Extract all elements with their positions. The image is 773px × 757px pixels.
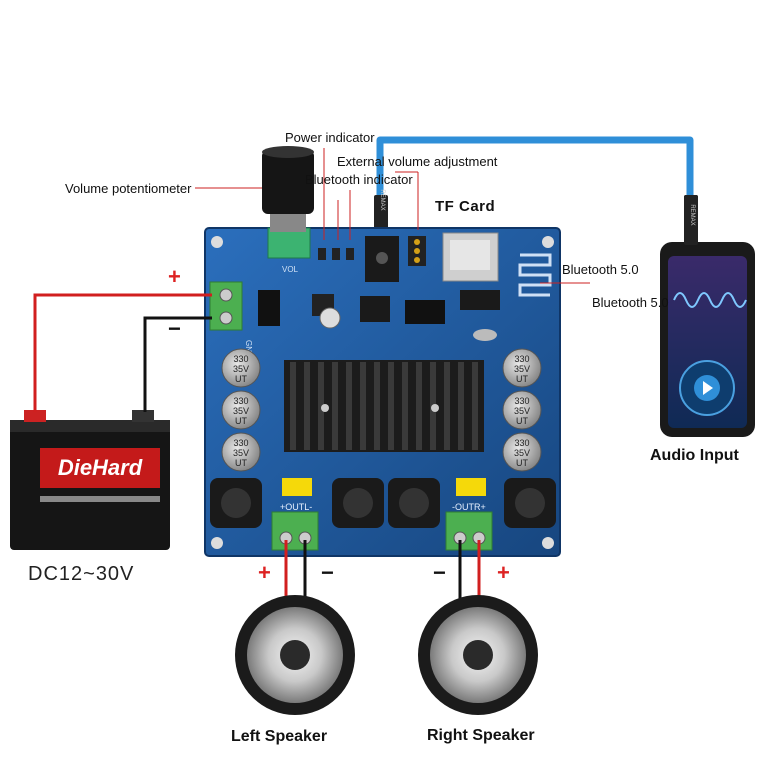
- inductors: [210, 478, 556, 528]
- phone: REMAX REMAX: [379, 189, 755, 437]
- capacitor-right-1: 330 35V UT: [502, 348, 542, 388]
- cable-brand: REMAX: [379, 189, 385, 210]
- svg-text:330: 330: [233, 354, 248, 364]
- svg-text:35V: 35V: [514, 406, 530, 416]
- external-volume-header: [408, 236, 426, 266]
- left-speaker-label: Left Speaker: [231, 728, 328, 745]
- svg-text:35V: 35V: [233, 448, 249, 458]
- left-plus-sign: +: [258, 560, 271, 585]
- right-speaker: [418, 595, 538, 715]
- svg-text:UT: UT: [516, 458, 528, 468]
- board-vol-label: VOL: [282, 265, 299, 274]
- battery-brand: DieHard: [58, 455, 143, 480]
- right-speaker-label: Right Speaker: [427, 727, 535, 744]
- svg-text:330: 330: [233, 438, 248, 448]
- svg-text:330: 330: [514, 354, 529, 364]
- heatsink: [284, 360, 484, 452]
- svg-text:35V: 35V: [514, 448, 530, 458]
- svg-text:35V: 35V: [233, 364, 249, 374]
- svg-text:UT: UT: [235, 374, 247, 384]
- svg-text:UT: UT: [516, 374, 528, 384]
- capacitor-left-1: 330 35V UT: [221, 348, 261, 388]
- left-minus-sign: −: [321, 560, 334, 585]
- phone-brand: REMAX: [689, 204, 695, 225]
- audio-input-label: Audio Input: [650, 447, 739, 464]
- left-output-terminal: [271, 511, 319, 551]
- battery-plus-sign: +: [168, 264, 181, 289]
- power-indicator-label: Power indicator: [285, 130, 375, 145]
- volume-pot-label: Volume potentiometer: [65, 181, 192, 196]
- svg-text:UT: UT: [516, 416, 528, 426]
- svg-text:330: 330: [233, 396, 248, 406]
- outr-label: -OUTR+: [452, 502, 486, 512]
- left-speaker: [235, 595, 355, 715]
- dc-range-label: DC12~30V: [28, 563, 135, 585]
- speaker-wires: [284, 540, 481, 600]
- bluetooth-label-b: Bluetooth 5.0: [592, 295, 669, 310]
- battery: DieHard: [10, 410, 170, 550]
- svg-text:UT: UT: [235, 416, 247, 426]
- right-plus-sign: +: [497, 560, 510, 585]
- outl-label: +OUTL-: [280, 502, 312, 512]
- bt-indicator-label: Bluetooth indicator: [305, 172, 413, 187]
- svg-text:330: 330: [514, 438, 529, 448]
- power-terminal: [209, 281, 243, 331]
- battery-minus-sign: −: [168, 316, 181, 341]
- right-output-terminal: [445, 511, 493, 551]
- svg-text:35V: 35V: [514, 364, 530, 374]
- power-wires: [33, 293, 212, 412]
- tf-card-slot: [442, 232, 499, 282]
- aux-jack: [365, 236, 399, 282]
- svg-text:35V: 35V: [233, 406, 249, 416]
- bluetooth-label-a: Bluetooth 5.0: [562, 262, 639, 277]
- board-gnd-label: GND: [244, 340, 253, 358]
- amplifier-board: VOL: [204, 146, 561, 557]
- capacitor-right-2: 330 35V UT: [502, 390, 542, 430]
- pointer-lines: [195, 148, 590, 284]
- volume-potentiometer: [262, 146, 314, 259]
- capacitor-right-3: 330 35V UT: [502, 432, 542, 472]
- svg-text:330: 330: [514, 396, 529, 406]
- capacitor-left-3: 330 35V UT: [221, 432, 261, 472]
- capacitor-left-2: 330 35V UT: [221, 390, 261, 430]
- right-minus-sign: −: [433, 560, 446, 585]
- bluetooth-antenna: [518, 253, 552, 297]
- svg-text:UT: UT: [235, 458, 247, 468]
- external-volume-label: External volume adjustment: [337, 154, 498, 169]
- tf-card-label: TF Card: [435, 198, 496, 215]
